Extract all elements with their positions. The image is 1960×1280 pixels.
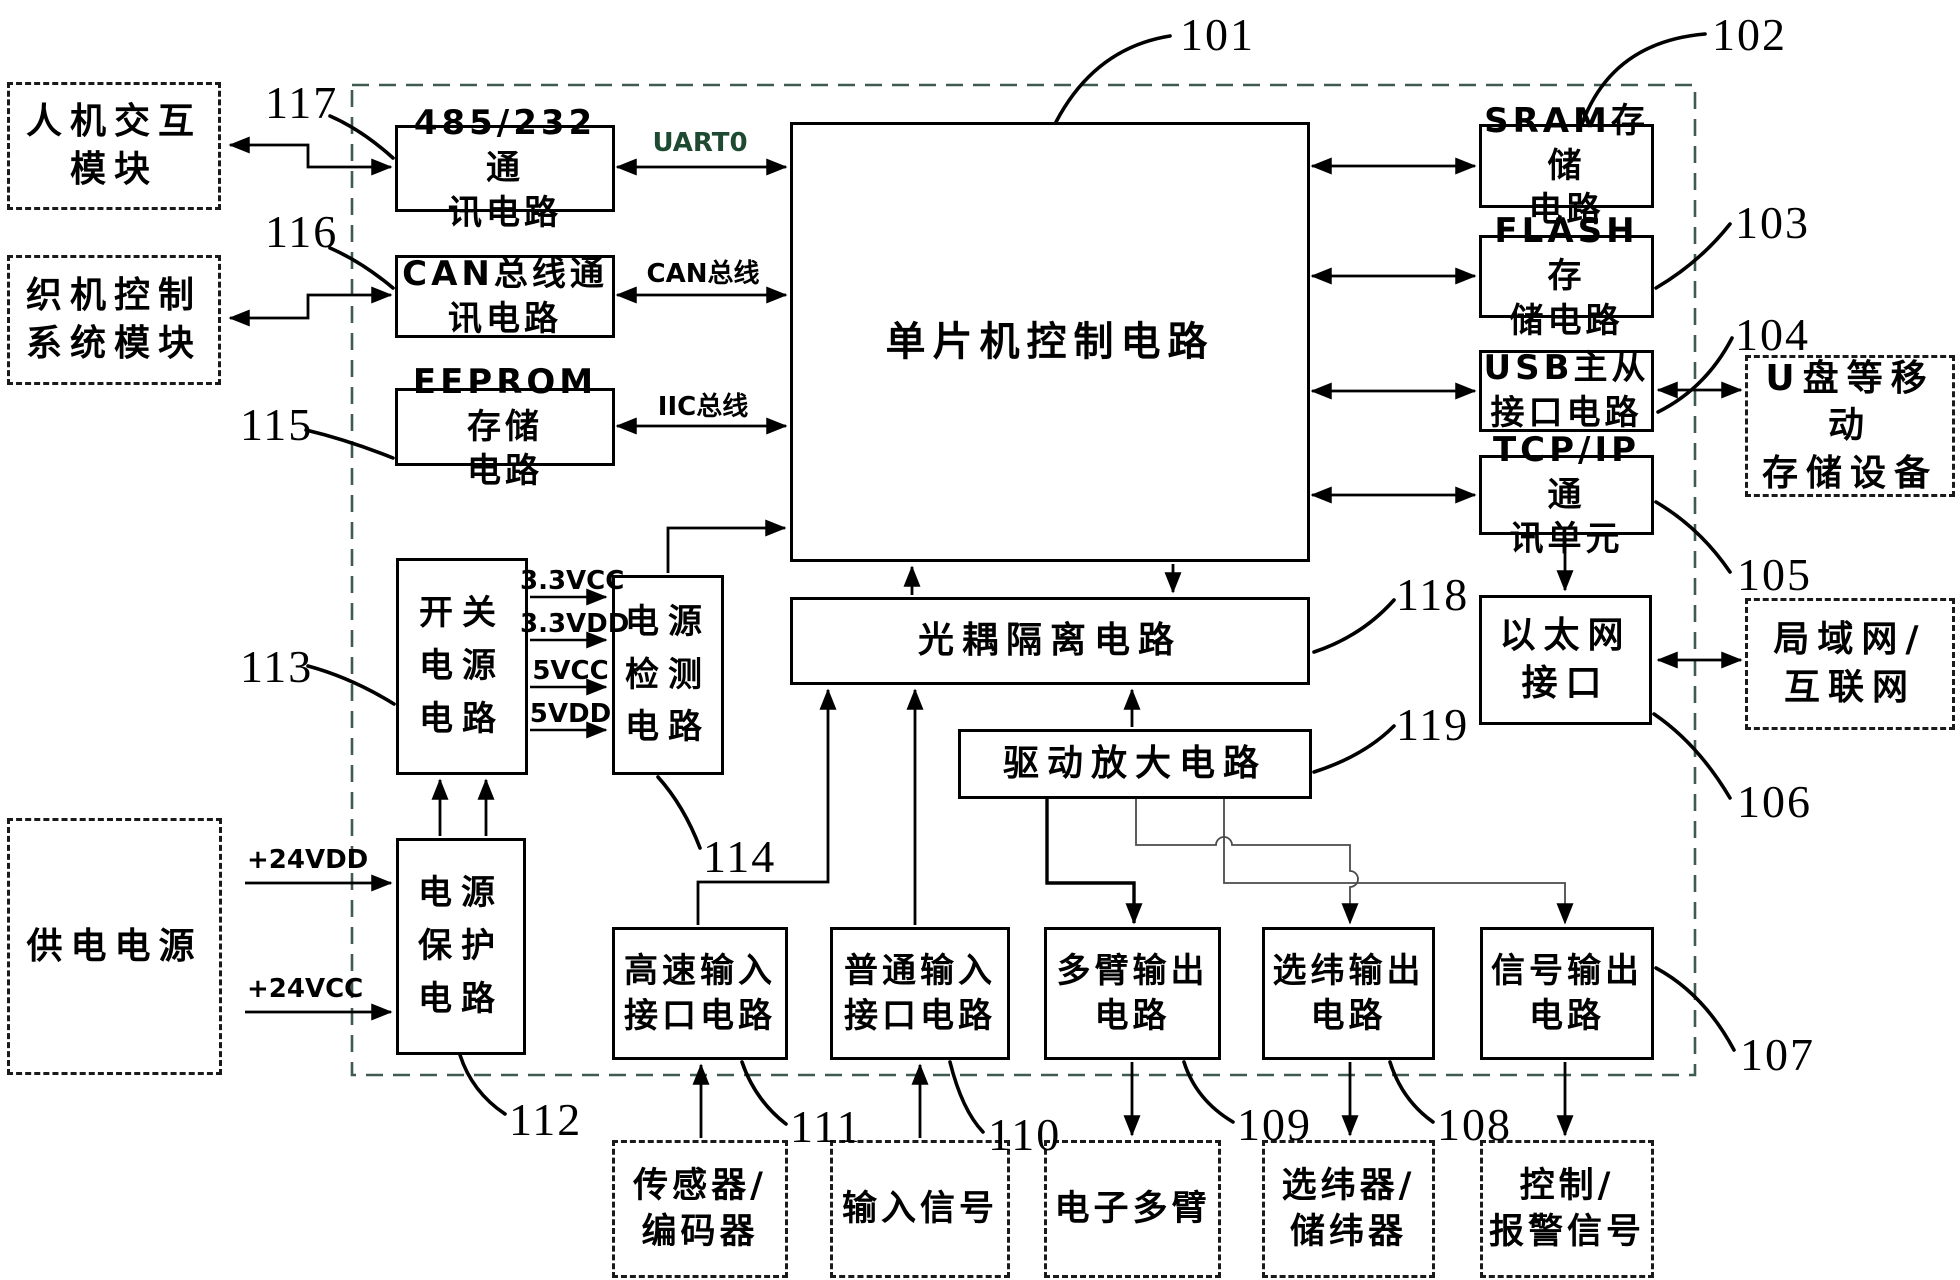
node-usb-disk: U盘等移动 存储设备 (1745, 355, 1955, 497)
ref-107: 107 (1740, 1029, 1815, 1080)
node-driver-amp: 驱动放大电路 (958, 729, 1312, 799)
leader-102 (1580, 32, 1707, 126)
label-plus24vcc: +24VCC (247, 974, 364, 1004)
ref-106: 106 (1737, 776, 1812, 827)
node-ethernet: 以太网 接口 (1479, 595, 1652, 725)
node-opto-isolator: 光耦隔离电路 (790, 597, 1310, 685)
node-power-detect: 电源 检测 电路 (612, 575, 724, 775)
leader-107 (1654, 966, 1736, 1052)
ref-104: 104 (1735, 309, 1810, 360)
label-3v3vdd: 3.3VDD (520, 609, 630, 639)
power-rail-arrows (530, 588, 608, 739)
label-can-bus: CAN总线 (646, 259, 760, 289)
leader-101 (1054, 34, 1172, 124)
label-iic-bus: IIC总线 (657, 392, 749, 422)
leader-117 (328, 114, 395, 160)
node-weft-output: 选纬输出 电路 (1262, 927, 1435, 1060)
main-connectors (228, 136, 1743, 1138)
node-ctrl-alarm: 控制/ 报警信号 (1480, 1140, 1654, 1278)
arrow-highspeed-opto (696, 688, 837, 925)
ref-109: 109 (1237, 1099, 1312, 1150)
ref-116: 116 (265, 206, 339, 257)
ref-115: 115 (240, 399, 314, 450)
ref-103: 103 (1735, 197, 1810, 248)
label-5vcc: 5VCC (532, 656, 609, 686)
ref-114: 114 (703, 831, 777, 882)
arrow-driver-weftout (1135, 799, 1359, 925)
arrow-hmi-485-stepped (228, 136, 393, 176)
leader-111 (740, 1060, 788, 1126)
node-power-protect: 电源 保护 电路 (396, 838, 526, 1055)
arrow-driver-dobbyout (1045, 799, 1143, 925)
leader-119 (1312, 724, 1396, 774)
ref-119: 119 (1396, 699, 1470, 750)
arrow-detect-mcu (666, 519, 787, 573)
leader-115 (304, 428, 395, 460)
node-weft-selector: 选纬器/ 储纬器 (1262, 1140, 1435, 1278)
leader-116 (328, 246, 395, 290)
label-uart0: UART0 (652, 128, 748, 158)
driver-output-thin-wires (1135, 799, 1574, 925)
node-tcpip: TCP/IP通 讯单元 (1479, 430, 1654, 559)
node-loom-ctrl: 织机控制 系统模块 (7, 255, 221, 385)
ref-117: 117 (265, 77, 339, 128)
ref-leader-curves (304, 32, 1736, 1134)
ref-113: 113 (240, 641, 314, 692)
arrow-loom-can-stepped (228, 286, 393, 327)
leader-106 (1652, 712, 1732, 800)
ref-108: 108 (1437, 1099, 1512, 1150)
leader-109 (1182, 1060, 1235, 1124)
node-dobby-output: 多臂输出 电路 (1044, 927, 1221, 1060)
node-mcu: 单片机控制电路 (790, 122, 1310, 562)
ref-118: 118 (1396, 569, 1470, 620)
node-usb-interface: USB主从 接口电路 (1479, 348, 1654, 433)
node-switch-power: 开关 电源 电路 (396, 558, 528, 775)
label-plus24vdd: +24VDD (247, 845, 369, 875)
node-sensor: 传感器/ 编码器 (612, 1140, 788, 1278)
node-high-speed-input: 高速输入 接口电路 (612, 927, 788, 1060)
leader-108 (1388, 1060, 1435, 1124)
label-3v3vcc: 3.3VCC (520, 566, 625, 596)
leader-113 (306, 664, 396, 706)
node-can-bus-comm: CAN总线通 讯电路 (395, 254, 615, 339)
ref-102: 102 (1712, 9, 1787, 60)
ref-110: 110 (988, 1109, 1062, 1160)
leader-104 (1656, 336, 1734, 414)
node-lan: 局域网/ 互联网 (1745, 598, 1955, 730)
label-5vdd: 5VDD (529, 699, 612, 729)
node-sram: SRAM存储 电路 (1479, 101, 1654, 230)
node-normal-input: 普通输入 接口电路 (830, 927, 1010, 1060)
ref-105: 105 (1737, 549, 1812, 600)
leader-110 (948, 1060, 985, 1134)
leader-118 (1312, 598, 1396, 654)
node-hmi: 人机交互 模块 (7, 82, 221, 210)
leader-103 (1654, 222, 1732, 290)
node-input-signal: 输入信号 (830, 1140, 1010, 1278)
ref-112: 112 (509, 1094, 583, 1145)
node-e-dobby: 电子多臂 (1044, 1140, 1221, 1278)
ref-111: 111 (790, 1101, 862, 1152)
node-485-232-comm: 485/232通 讯电路 (395, 103, 615, 233)
node-flash: FLASH存 储电路 (1479, 211, 1654, 341)
arrow-driver-signalout (1223, 799, 1574, 925)
leader-105 (1654, 500, 1732, 574)
leader-114 (656, 775, 702, 850)
controller-boundary-dashed-box (350, 83, 1697, 1077)
node-power-supply: 供电电源 (7, 818, 222, 1075)
node-eeprom: EEPROM存储 电路 (395, 362, 615, 491)
ref-101: 101 (1180, 9, 1255, 60)
leader-112 (458, 1053, 507, 1116)
node-signal-output: 信号输出 电路 (1480, 927, 1654, 1060)
